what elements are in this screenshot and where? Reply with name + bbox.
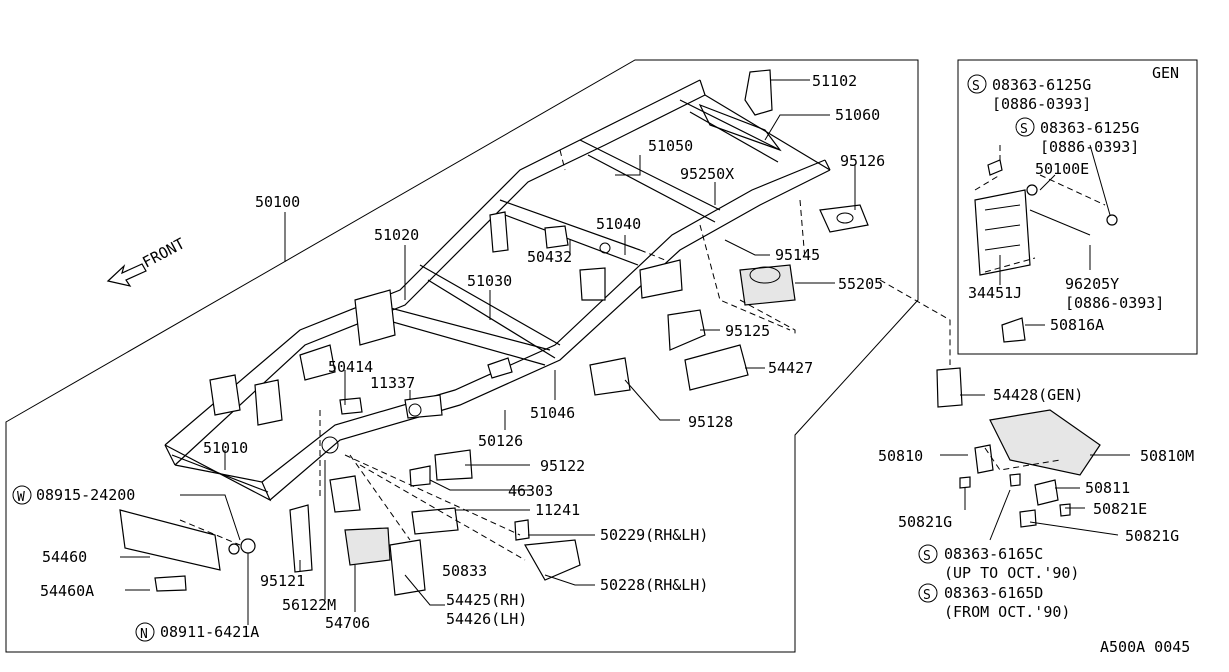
prefix-n-circle [135, 622, 155, 642]
part-label: 50833 [442, 562, 487, 580]
part-label: 51030 [467, 272, 512, 290]
prefix-s-text: S [1020, 122, 1028, 137]
part-label: 50816A [1050, 316, 1104, 334]
right-loose-parts [936, 367, 1130, 541]
part-label: 55205 [838, 275, 883, 293]
dashed-guide-lines [179, 149, 951, 561]
part-label: 50229(RH&LH) [600, 526, 708, 544]
prefix-n-text: N [140, 627, 148, 642]
part-label: 54427 [768, 359, 813, 377]
part-label: 46303 [508, 482, 553, 500]
part-label: 95250X [680, 165, 734, 183]
part-label: 08363-6165D [944, 584, 1043, 602]
part-label: 50821G [1125, 527, 1179, 545]
part-label: 54426(LH) [446, 610, 527, 628]
part-label: 50414 [328, 358, 373, 376]
part-label: 54460 [42, 548, 87, 566]
part-label: 54460A [40, 582, 94, 600]
leader-lines [120, 79, 856, 625]
prefix-s-text: S [972, 79, 980, 94]
prefix-w-circle [12, 485, 32, 505]
gen-inset-box [957, 59, 1198, 355]
part-label: 50821E [1093, 500, 1147, 518]
part-label: 95145 [775, 246, 820, 264]
prefix-symbols: S S W N S S [12, 74, 1035, 642]
part-label: 54425(RH) [446, 591, 527, 609]
part-label: 50100E [1035, 160, 1089, 178]
prefix-s-circle [918, 583, 938, 603]
part-label: (UP TO OCT.'90) [944, 564, 1079, 582]
front-arrow-icon [106, 263, 147, 287]
frame-loose-parts [119, 69, 869, 596]
part-label: 50228(RH&LH) [600, 576, 708, 594]
part-label: 95126 [840, 152, 885, 170]
part-label: 51040 [596, 215, 641, 233]
part-label: 50100 [255, 193, 300, 211]
part-label: 51046 [530, 404, 575, 422]
gen-inset-title: GEN [1152, 64, 1179, 82]
part-labels: 50100 51102 51060 51050 95126 95250X 510… [36, 64, 1194, 656]
part-label: 51102 [812, 72, 857, 90]
part-label: 51050 [648, 137, 693, 155]
prefix-s-circle [918, 544, 938, 564]
part-label: 95125 [725, 322, 770, 340]
front-label: FRONT [139, 234, 187, 271]
part-label: 96205Y [1065, 275, 1119, 293]
part-label: 08363-6125G [992, 76, 1091, 94]
part-label: 50821G [898, 513, 952, 531]
part-label: 95128 [688, 413, 733, 431]
gen-inset-drawing [974, 144, 1118, 343]
part-label: 08363-6125G [1040, 119, 1139, 137]
part-label: 08915-24200 [36, 486, 135, 504]
figure-code: A500A 0045 [1100, 638, 1190, 656]
part-label: 50811 [1085, 479, 1130, 497]
part-label: 11337 [370, 374, 415, 392]
part-label: [0886-0393] [992, 95, 1091, 113]
part-label: [0886-0393] [1040, 138, 1139, 156]
frame-panel-outline [5, 59, 919, 653]
prefix-s-circle [1015, 117, 1035, 137]
part-label: 95121 [260, 572, 305, 590]
part-label: 50810M [1140, 447, 1194, 465]
part-label: 08363-6165C [944, 545, 1043, 563]
prefix-w-text: W [17, 490, 25, 505]
part-label: 54706 [325, 614, 370, 632]
part-label: 50432 [527, 248, 572, 266]
part-label: 54428(GEN) [993, 386, 1083, 404]
part-label: 51020 [374, 226, 419, 244]
prefix-s-text: S [923, 549, 931, 564]
part-label: 50810 [878, 447, 923, 465]
part-label: [0886-0393] [1065, 294, 1164, 312]
part-label: 51060 [835, 106, 880, 124]
part-label: 56122M [282, 596, 336, 614]
part-label: 11241 [535, 501, 580, 519]
part-label: 34451J [968, 284, 1022, 302]
part-label: 08911-6421A [160, 623, 259, 641]
prefix-s-circle [967, 74, 987, 94]
part-label: 50126 [478, 432, 523, 450]
part-label: 51010 [203, 439, 248, 457]
part-label: (FROM OCT.'90) [944, 603, 1070, 621]
part-label: 95122 [540, 457, 585, 475]
prefix-s-text: S [923, 588, 931, 603]
